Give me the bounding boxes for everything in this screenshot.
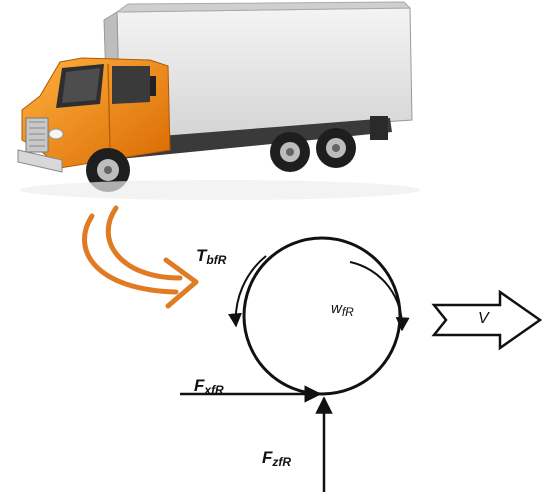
- velocity-label-main: V: [478, 310, 489, 327]
- torque-arrow: [228, 255, 267, 328]
- velocity-label: V: [478, 310, 489, 328]
- torque-label: TbfR: [196, 246, 226, 267]
- force-x-label: FxfR: [194, 376, 224, 397]
- force-x-label-sub: xfR: [204, 383, 224, 397]
- wheel-circle: [242, 236, 402, 396]
- truck-illustration: [17, 1, 420, 200]
- angular-velocity-label-sub: fR: [341, 305, 354, 319]
- truck-rear-wheel-1: [270, 132, 310, 172]
- truck-cab: [17, 57, 171, 173]
- torque-label-sub: bfR: [206, 253, 227, 267]
- angular-velocity-arrow: [349, 261, 410, 332]
- torque-label-main: T: [196, 246, 207, 265]
- force-z-label-main: F: [262, 448, 273, 467]
- angular-velocity-label: wfR: [331, 300, 354, 319]
- truck-rear-wheel-2: [316, 128, 356, 168]
- angular-velocity-label-main: w: [331, 300, 342, 317]
- truck-chassis: [110, 118, 392, 160]
- velocity-arrow: [431, 289, 543, 351]
- force-z-label: FzfR: [262, 448, 291, 469]
- curved-arrow: [82, 205, 199, 309]
- force-z-label-sub: zfR: [272, 455, 292, 469]
- truck-front-wheel: [86, 148, 130, 192]
- force-x-label-main: F: [194, 376, 205, 395]
